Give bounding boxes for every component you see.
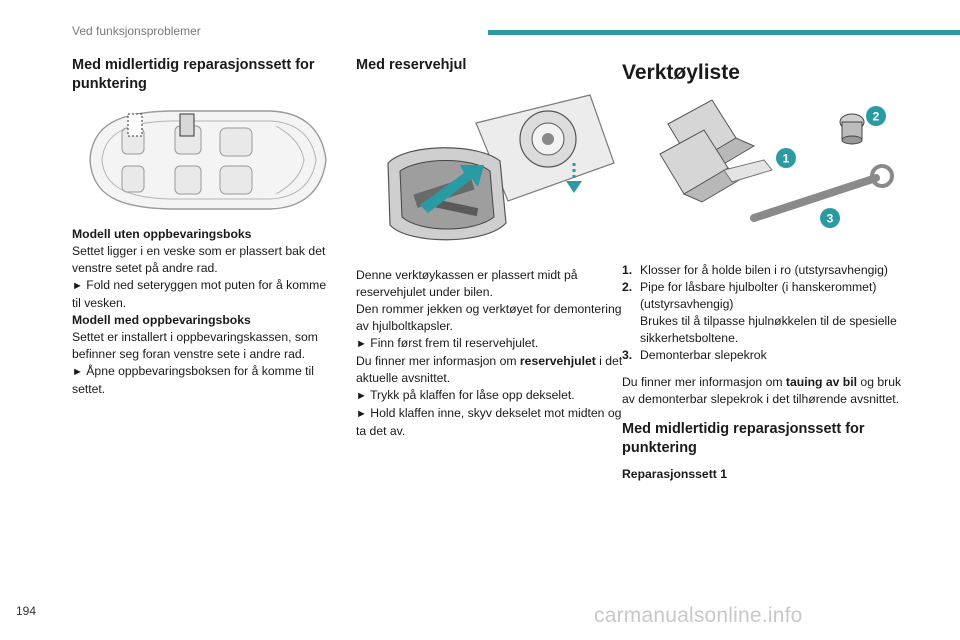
section-heading: Med midlertidig reparasjonssett for punk… <box>72 57 315 92</box>
badge-1: 1 <box>783 152 790 166</box>
towing-link[interactable]: tauing av bil <box>785 375 858 389</box>
tools-illustration: 1 2 3 <box>659 99 894 228</box>
spare-wheel-link[interactable]: reservehjulet <box>519 354 596 368</box>
subheading-repair-kit-1: Reparasjonssett 1 <box>622 467 727 481</box>
instruction-step: ► Trykk på klaffen for låse opp dekselet… <box>356 388 575 402</box>
list-item: 3.Demonterbar slepekrok <box>622 348 767 362</box>
paragraph: Settet ligger i en veske som er plassert… <box>72 244 326 275</box>
section-heading: Med midlertidig reparasjonssett for punk… <box>622 421 865 456</box>
paragraph: Denne verktøykassen er plassert midt på … <box>356 268 578 299</box>
list-item: 2.Pipe for låsbare hjulbolter (i hansker… <box>622 280 897 345</box>
page-title: Verktøyliste <box>622 61 740 84</box>
page-number: 194 <box>16 604 37 618</box>
column-tool-list: Verktøyliste 1 2 3 1.Klosser for å holde… <box>622 56 912 483</box>
column-spare-wheel: Med reservehjul Denne verktøykassen er p… <box>356 56 628 440</box>
paragraph: Den rommer jekken og verktøyet for demon… <box>356 302 622 333</box>
subheading-with-box: Modell med oppbevaringsboks <box>72 313 251 327</box>
paragraph: Settet er installert i oppbevaringskasse… <box>72 330 318 361</box>
arrow-right-icon: ► <box>72 280 83 292</box>
watermark: carmanualsonline.info <box>594 604 803 627</box>
arrow-right-icon: ► <box>356 390 367 402</box>
instruction-step: ► Åpne oppbevaringsboksen for å komme ti… <box>72 364 314 396</box>
reference-paragraph: Du finner mer informasjon om tauing av b… <box>622 375 902 406</box>
page-header-title: Ved funksjonsproblemer <box>72 24 201 38</box>
reference-paragraph: Du finner mer informasjon om reservehjul… <box>356 354 623 385</box>
badge-2: 2 <box>873 110 880 124</box>
arrow-right-icon: ► <box>356 338 367 350</box>
list-item: 1.Klosser for å holde bilen i ro (utstyr… <box>622 263 888 277</box>
arrow-right-icon: ► <box>72 366 83 378</box>
car-top-view-illustration <box>89 110 327 210</box>
header-accent-bar <box>488 30 960 35</box>
column-repair-kit: Med midlertidig reparasjonssett for punk… <box>72 56 332 398</box>
instruction-step: ► Fold ned seteryggen mot puten for å ko… <box>72 278 327 310</box>
section-heading: Med reservehjul <box>356 57 467 73</box>
badge-3: 3 <box>827 212 834 226</box>
arrow-right-icon: ► <box>356 408 367 420</box>
instruction-step: ► Hold klaffen inne, skyv dekselet mot m… <box>356 406 622 438</box>
subheading-without-box: Modell uten oppbevaringsboks <box>72 227 252 241</box>
tool-list: 1.Klosser for å holde bilen i ro (utstyr… <box>622 262 912 364</box>
instruction-step: ► Finn først frem til reservehjulet. <box>356 336 539 350</box>
spare-wheel-toolbox-illustration <box>387 94 615 241</box>
